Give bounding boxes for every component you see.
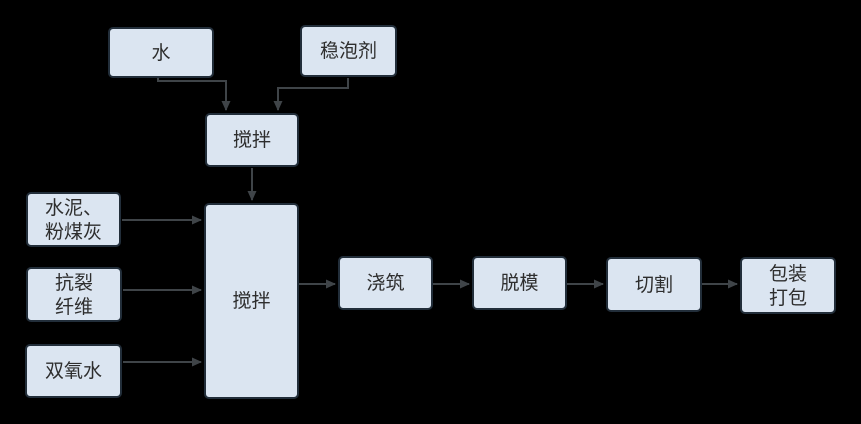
node-cutting-label: 切割 bbox=[634, 273, 673, 296]
node-packing-label-line1: 包装 bbox=[768, 262, 807, 285]
edge-water-to-mixing1 bbox=[157, 78, 231, 111]
node-anti-crack-fiber-label-line1: 抗裂 bbox=[54, 271, 93, 294]
node-hydrogen-peroxide-label: 双氧水 bbox=[44, 360, 102, 382]
node-hydrogen-peroxide: 双氧水 bbox=[25, 344, 122, 398]
node-demolding-label: 脱模 bbox=[500, 272, 539, 294]
edge-foamstabilizer-to-mixing1 bbox=[273, 78, 349, 111]
node-foam-stabilizer: 稳泡剂 bbox=[300, 25, 397, 77]
node-demolding: 脱模 bbox=[472, 256, 567, 310]
node-cement-fly-ash-label-line2: 粉煤灰 bbox=[44, 220, 102, 243]
node-water: 水 bbox=[108, 27, 214, 78]
node-mixing-1: 搅拌 bbox=[205, 113, 299, 167]
node-casting: 浇筑 bbox=[338, 256, 433, 310]
node-mixing-2: 搅拌 bbox=[204, 203, 299, 399]
node-cutting: 切割 bbox=[606, 257, 702, 312]
node-cement-fly-ash: 水泥、 粉煤灰 bbox=[26, 192, 121, 247]
node-foam-stabilizer-label: 稳泡剂 bbox=[319, 40, 377, 62]
node-anti-crack-fiber-label-line2: 纤维 bbox=[54, 295, 93, 318]
node-water-label: 水 bbox=[151, 41, 171, 64]
node-packing: 包装 打包 bbox=[740, 257, 836, 314]
node-mixing-1-label: 搅拌 bbox=[232, 129, 271, 151]
node-cement-fly-ash-label-line1: 水泥、 bbox=[44, 196, 102, 219]
node-anti-crack-fiber: 抗裂 纤维 bbox=[26, 267, 122, 322]
node-mixing-2-label: 搅拌 bbox=[232, 290, 271, 312]
node-casting-label: 浇筑 bbox=[366, 272, 405, 294]
node-packing-label-line2: 打包 bbox=[768, 286, 807, 309]
